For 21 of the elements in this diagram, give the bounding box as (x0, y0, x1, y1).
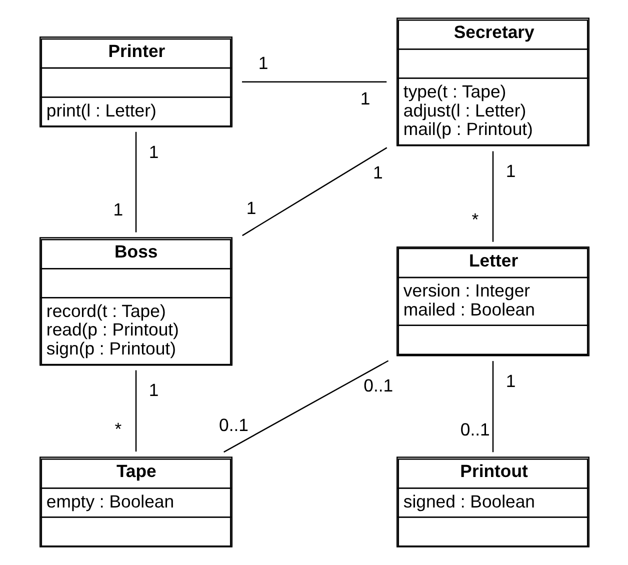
label: * (114, 418, 122, 439)
label: 1 (148, 142, 158, 162)
connector (134, 132, 136, 232)
label: 1 (246, 198, 256, 218)
connector (223, 360, 388, 453)
label: 1 (258, 52, 268, 73)
label: 1 (372, 162, 382, 183)
label: 0..1 (218, 414, 248, 435)
connector (492, 151, 494, 242)
connector (242, 81, 386, 83)
connector (134, 370, 136, 452)
label: 0..1 (460, 420, 490, 440)
connector (492, 361, 494, 452)
label: * (471, 209, 478, 230)
label: 1 (505, 161, 516, 182)
label: 1 (148, 380, 158, 400)
label: 1 (505, 370, 516, 391)
label: 1 (360, 88, 370, 108)
label: 0..1 (363, 375, 393, 396)
label: 1 (112, 200, 123, 220)
connector (242, 147, 387, 236)
